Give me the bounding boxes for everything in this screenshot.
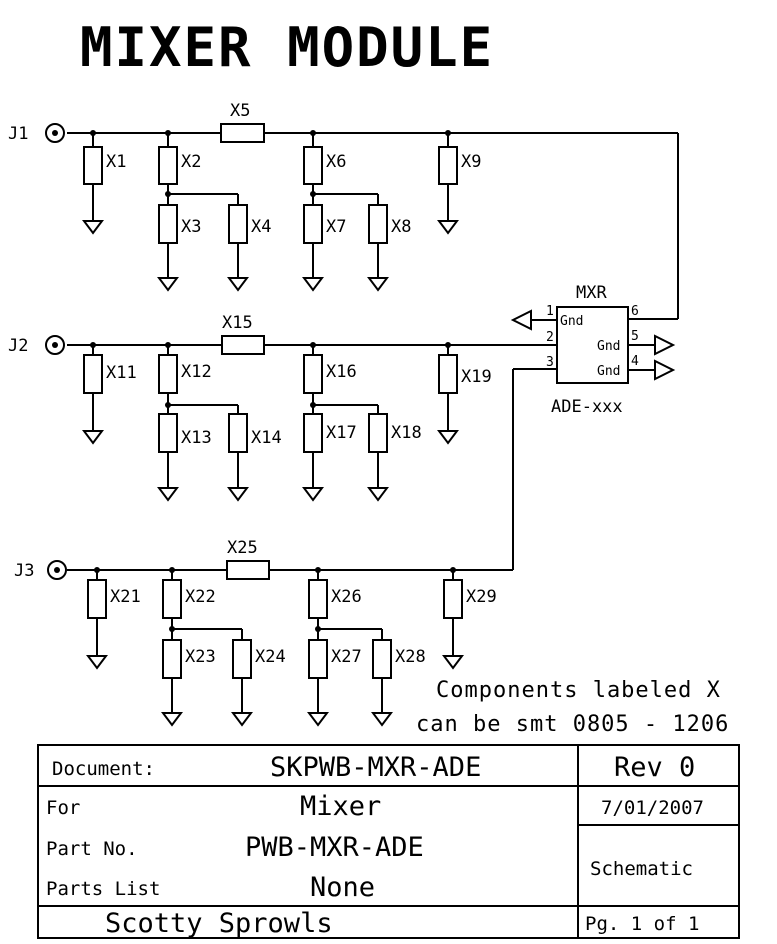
label-x28: X28: [395, 647, 426, 667]
resistor-x18: [368, 413, 388, 453]
label-x19: X19: [461, 367, 492, 387]
label-x24: X24: [255, 647, 286, 667]
for-value: Mixer: [300, 791, 381, 822]
schematic-title: MIXER MODULE: [80, 16, 494, 79]
document-label: Document:: [52, 758, 155, 780]
label-x12: X12: [181, 362, 212, 382]
resistor-x23: [162, 639, 182, 679]
resistor-x22: [162, 579, 182, 619]
mixer-gnd-right-top-symbol: [654, 334, 676, 356]
label-x21: X21: [110, 587, 141, 607]
resistor-x17: [303, 413, 323, 453]
mixer-pin5: 5: [631, 329, 639, 344]
label-x29: X29: [466, 587, 497, 607]
resistor-x15: [221, 335, 265, 355]
title-block: [37, 744, 740, 939]
mixer-pin6: 6: [631, 304, 639, 319]
resistor-x13: [158, 413, 178, 453]
label-j1: J1: [8, 124, 28, 144]
label-x26: X26: [331, 587, 362, 607]
resistor-x25: [226, 560, 270, 580]
mixer-pin4: 4: [631, 354, 639, 369]
mixer-gnd-left-label: Gnd: [560, 314, 583, 329]
part-no-label: Part No.: [46, 838, 138, 860]
label-x2: X2: [181, 152, 201, 172]
label-x13: X13: [181, 428, 212, 448]
part-no-value: PWB-MXR-ADE: [245, 832, 424, 863]
mixer-gnd-right-bottom-label: Gnd: [597, 364, 620, 379]
resistor-x24: [232, 639, 252, 679]
mixer-pin1: 1: [546, 304, 554, 319]
resistor-x27: [308, 639, 328, 679]
resistor-x28: [372, 639, 392, 679]
label-x5: X5: [230, 101, 250, 121]
mixer-pin3: 3: [546, 355, 554, 370]
resistor-x16: [303, 354, 323, 394]
label-x18: X18: [391, 423, 422, 443]
label-j2: J2: [8, 336, 28, 356]
label-x4: X4: [251, 217, 271, 237]
mixer-pin2: 2: [546, 330, 554, 345]
resistor-x4: [228, 204, 248, 244]
label-x7: X7: [326, 217, 346, 237]
label-x15: X15: [222, 313, 253, 333]
label-x8: X8: [391, 217, 411, 237]
resistor-x14: [228, 413, 248, 453]
revision: Rev 0: [614, 752, 695, 783]
resistor-x26: [308, 579, 328, 619]
mixer-ref: MXR: [576, 283, 607, 303]
document-value: SKPWB-MXR-ADE: [270, 752, 481, 783]
mixer-gnd-right-bottom-symbol: [654, 359, 676, 381]
resistor-x21: [87, 579, 107, 619]
resistor-x1: [83, 146, 103, 185]
resistor-x6: [303, 146, 323, 185]
note-line-2: can be smt 0805 - 1206: [416, 712, 729, 737]
label-x23: X23: [185, 647, 216, 667]
label-x1: X1: [106, 152, 126, 172]
for-label: For: [46, 797, 80, 819]
resistor-x5: [220, 123, 265, 143]
resistor-x29: [443, 579, 463, 619]
page-number: Pg. 1 of 1: [585, 913, 699, 935]
mixer-body: [556, 306, 629, 384]
resistor-x2: [158, 146, 178, 185]
connector-j3: [47, 560, 67, 580]
label-x16: X16: [326, 362, 357, 382]
label-x14: X14: [251, 428, 282, 448]
label-x9: X9: [461, 152, 481, 172]
resistor-x9: [438, 146, 458, 185]
parts-list-label: Parts List: [46, 878, 160, 900]
label-x3: X3: [181, 217, 201, 237]
label-x17: X17: [326, 423, 357, 443]
label-x27: X27: [331, 647, 362, 667]
resistor-x11: [83, 354, 103, 394]
resistor-x3: [158, 204, 178, 244]
connector-j1: [45, 123, 65, 143]
label-x6: X6: [326, 152, 346, 172]
sheet-type: Schematic: [590, 858, 693, 880]
resistor-x7: [303, 204, 323, 244]
label-x25: X25: [227, 538, 258, 558]
label-j3: J3: [14, 561, 34, 581]
label-x11: X11: [106, 363, 137, 383]
parts-list-value: None: [310, 872, 375, 903]
mixer-part: ADE-xxx: [551, 397, 623, 417]
label-x22: X22: [185, 587, 216, 607]
resistor-x8: [368, 204, 388, 244]
mixer-gnd-right-top-label: Gnd: [597, 339, 620, 354]
note-line-1: Components labeled X: [436, 678, 721, 703]
author: Scotty Sprowls: [105, 908, 333, 939]
mixer-gnd-left-symbol: [510, 309, 532, 331]
connector-j2: [45, 335, 65, 355]
resistor-x12: [158, 354, 178, 394]
resistor-x19: [438, 354, 458, 394]
date: 7/01/2007: [601, 797, 704, 819]
